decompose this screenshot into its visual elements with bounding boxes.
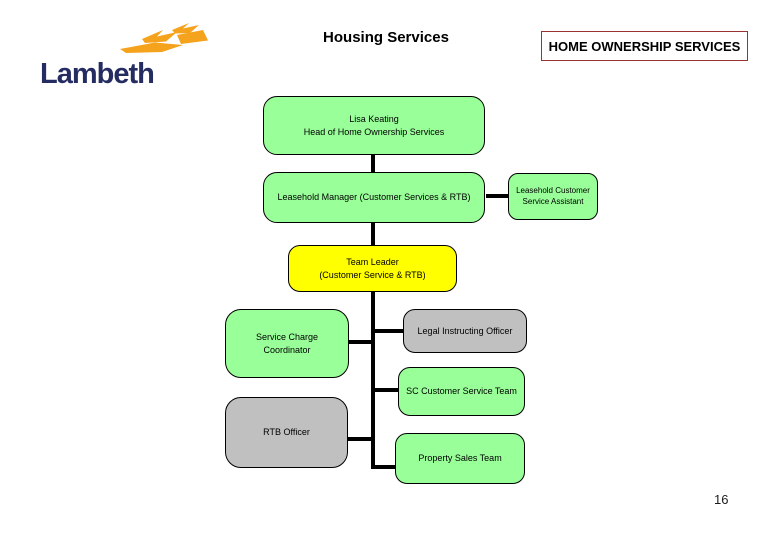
org-node-role: Leasehold Manager (Customer Services & R… — [277, 192, 471, 203]
org-node-role: Legal Instructing Officer — [417, 325, 513, 336]
org-node-service-charge-coordinator: Service Charge Coordinator — [225, 309, 349, 378]
org-node-name: Lisa Keating — [349, 114, 399, 125]
org-node-rtb-officer: RTB Officer — [225, 397, 348, 468]
connector-trunk-to-property-sales — [374, 465, 396, 469]
lambeth-swoosh-icon — [120, 23, 208, 53]
org-node-legal-instructing-officer: Legal Instructing Officer — [403, 309, 527, 353]
org-node-role: Team Leader — [346, 257, 399, 268]
org-node-head-of-home-ownership: Lisa Keating Head of Home Ownership Serv… — [263, 96, 485, 155]
page-title: Housing Services — [323, 29, 449, 46]
org-node-role: (Customer Service & RTB) — [319, 269, 426, 280]
org-node-leasehold-manager: Leasehold Manager (Customer Services & R… — [263, 172, 485, 223]
lambeth-logo-text: Lambeth — [40, 58, 155, 90]
connector-scc-to-trunk — [348, 340, 372, 344]
connector-rtb-to-trunk — [347, 437, 372, 441]
lambeth-logo: Lambeth — [40, 20, 210, 92]
connector-trunk-to-legal — [374, 329, 403, 333]
connector-head-to-manager — [371, 155, 375, 173]
connector-trunk-to-sc-team — [374, 388, 398, 392]
org-node-property-sales-team: Property Sales Team — [395, 433, 525, 484]
page-number: 16 — [714, 492, 729, 507]
org-node-role: Head of Home Ownership Services — [303, 126, 445, 137]
org-node-leasehold-customer-service-assistant: Leasehold Customer Service Assistant — [508, 173, 598, 220]
org-node-role: Service Charge Coordinator — [255, 332, 319, 355]
connector-manager-to-team-leader — [371, 222, 375, 246]
org-node-team-leader: Team Leader (Customer Service & RTB) — [288, 245, 457, 292]
org-node-role: Service Assistant — [522, 196, 584, 206]
org-node-role: Leasehold Customer — [516, 185, 590, 195]
connector-manager-to-assistant — [486, 194, 509, 198]
org-node-role: Property Sales Team — [418, 453, 502, 464]
org-node-sc-customer-service-team: SC Customer Service Team — [398, 367, 525, 416]
badge-label: HOME OWNERSHIP SERVICES — [548, 38, 741, 54]
org-node-role: RTB Officer — [263, 427, 310, 438]
org-node-role: SC Customer Service Team — [406, 386, 517, 397]
connector-trunk — [371, 291, 375, 469]
home-ownership-services-badge: HOME OWNERSHIP SERVICES — [541, 31, 748, 61]
